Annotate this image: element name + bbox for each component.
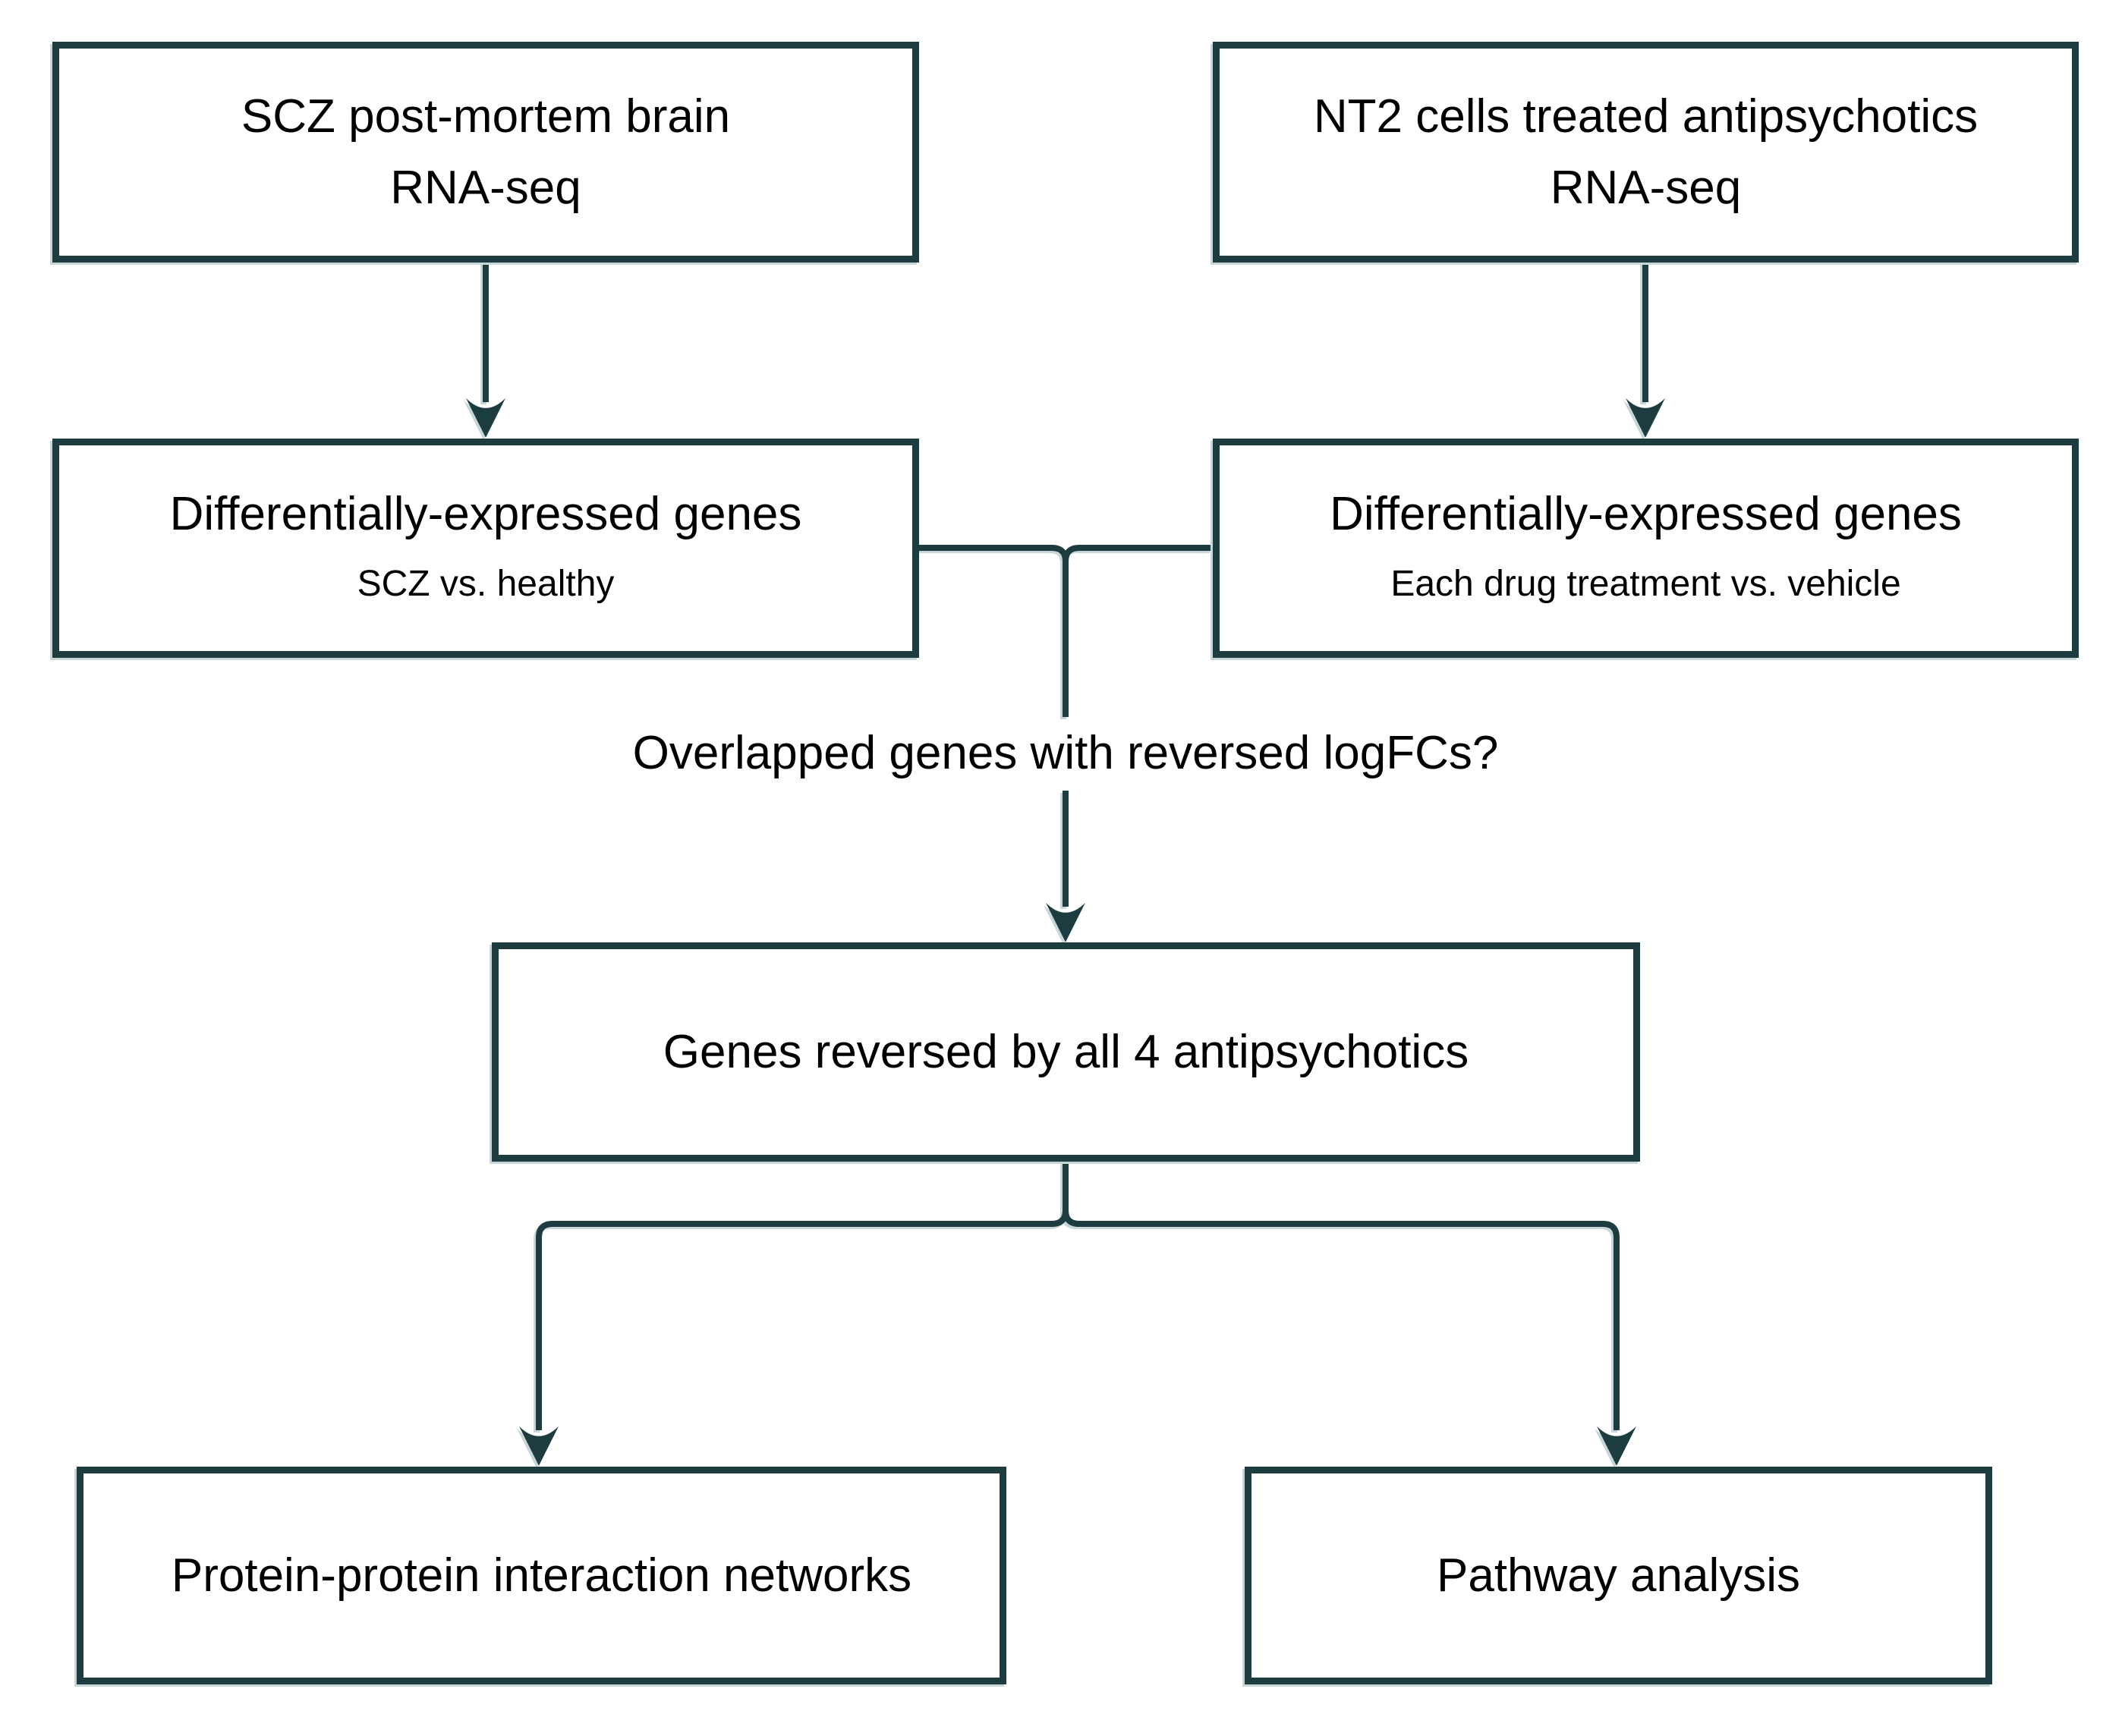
node-pathway-analysis: Pathway analysis: [1245, 1467, 1992, 1684]
node-title: Pathway analysis: [1436, 1549, 1801, 1602]
node-deg-scz-vs-healthy: Differentially-expressed genes SCZ vs. h…: [52, 439, 919, 658]
node-scz-postmortem-rnaseq: SCZ post-mortem brain RNA-seq: [52, 42, 919, 263]
node-title: NT2 cells treated antipsychotics: [1313, 90, 1979, 143]
node-title: Differentially-expressed genes: [169, 487, 802, 540]
node-title: SCZ post-mortem brain: [241, 90, 731, 143]
node-title: Protein-protein interaction networks: [171, 1549, 912, 1602]
split-line-to-pathway: [1063, 1161, 1636, 1466]
node-title: RNA-seq: [1550, 161, 1742, 214]
node-subtitle: Each drug treatment vs. vehicle: [1390, 563, 1901, 604]
node-ppi-networks: Protein-protein interaction networks: [77, 1467, 1006, 1684]
merge-line-right: [1063, 545, 1212, 562]
node-nt2-cells-rnaseq: NT2 cells treated antipsychotics RNA-seq: [1213, 42, 2079, 263]
node-title: Differentially-expressed genes: [1330, 487, 1962, 540]
merge-line-left: [919, 545, 1069, 717]
node-title: RNA-seq: [390, 161, 581, 214]
split-line-to-ppi: [519, 1161, 1069, 1466]
node-deg-drug-vs-vehicle: Differentially-expressed genes Each drug…: [1213, 439, 2079, 658]
node-subtitle: SCZ vs. healthy: [357, 563, 615, 604]
node-genes-reversed: Genes reversed by all 4 antipsychotics: [492, 942, 1640, 1162]
node-title: Genes reversed by all 4 antipsychotics: [663, 1025, 1469, 1078]
overlap-question-label: Overlapped genes with reversed logFCs?: [632, 727, 1499, 779]
